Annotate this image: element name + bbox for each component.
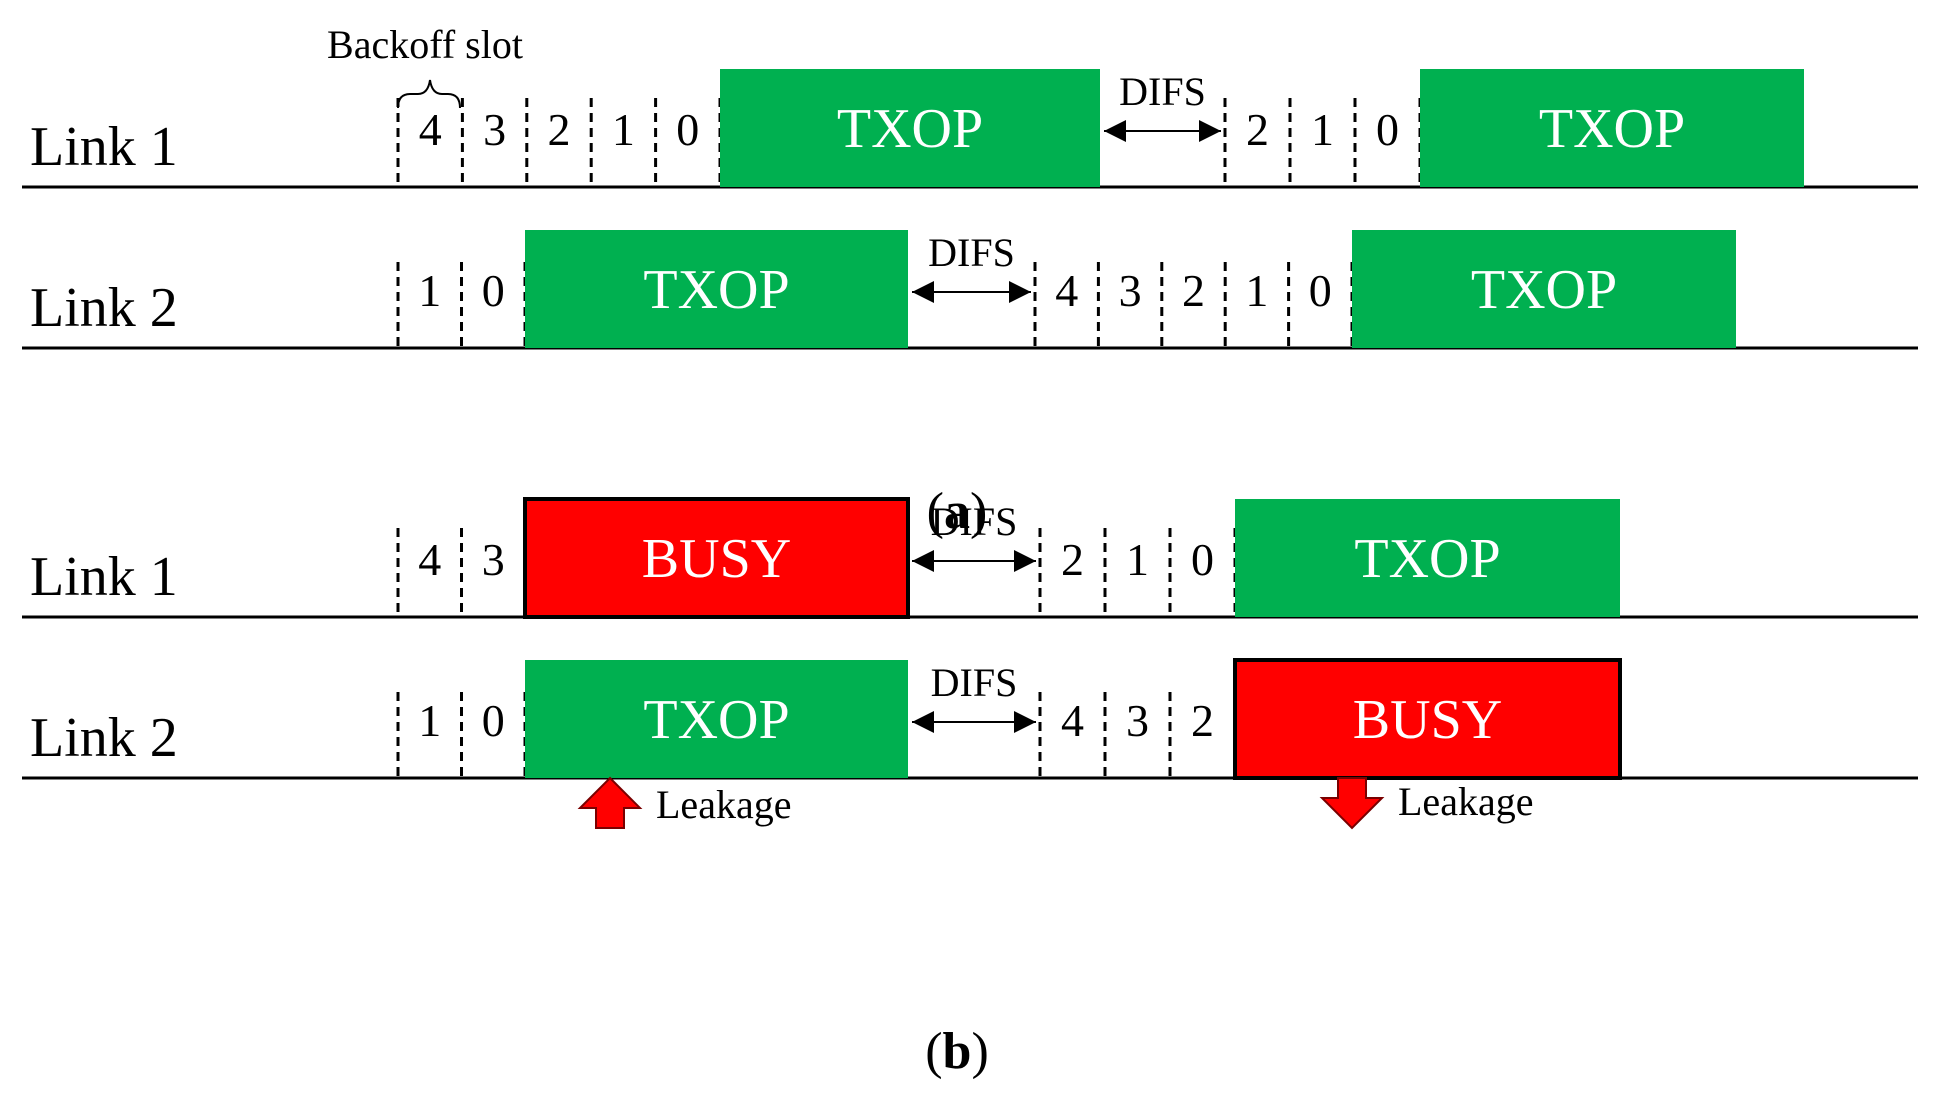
backoff-slot-number: 2 <box>1246 104 1269 155</box>
backoff-slot-number: 0 <box>1376 104 1399 155</box>
backoff-slot-number: 3 <box>482 534 505 585</box>
busy-label: BUSY <box>1353 689 1502 751</box>
panel-caption: (a) <box>927 483 988 540</box>
leakage-annotations: Leakage Leakage <box>577 776 1533 830</box>
difs-label: DIFS <box>928 230 1015 275</box>
leakage-label: Leakage <box>1398 779 1533 824</box>
difs-label: DIFS <box>931 499 1018 544</box>
backoff-slot-annotation: Backoff slot <box>327 22 523 109</box>
txop-block <box>1235 499 1620 617</box>
backoff-slot-number: 2 <box>1191 695 1214 746</box>
backoff-slot-number: 0 <box>1191 534 1214 585</box>
txop-label: TXOP <box>1471 259 1617 321</box>
txop-block <box>720 69 1100 187</box>
leakage-down-arrow <box>1319 777 1385 830</box>
backoff-slot-number: 2 <box>548 104 571 155</box>
txop-label: TXOP <box>1354 528 1500 590</box>
difs-label: DIFS <box>1119 69 1206 114</box>
txop-block <box>525 230 908 348</box>
backoff-slot-number: 1 <box>1311 104 1334 155</box>
link-label: Link 1 <box>30 546 178 608</box>
backoff-slot-label: Backoff slot <box>327 22 523 67</box>
txop-label: TXOP <box>1539 98 1685 160</box>
backoff-slot-number: 1 <box>1245 265 1268 316</box>
backoff-slot-number: 1 <box>1126 534 1149 585</box>
txop-block <box>1420 69 1804 187</box>
backoff-slot-number: 1 <box>418 695 441 746</box>
backoff-slot-number: 2 <box>1182 265 1205 316</box>
backoff-slot-number: 3 <box>1126 695 1149 746</box>
backoff-slot-number: 1 <box>612 104 635 155</box>
backoff-slot-number: 4 <box>1061 695 1084 746</box>
busy-label: BUSY <box>642 528 791 590</box>
backoff-slot-number: 4 <box>1055 265 1078 316</box>
link-label: Link 1 <box>30 116 178 178</box>
link-label: Link 2 <box>30 277 178 339</box>
backoff-slot-number: 3 <box>1119 265 1142 316</box>
txop-block <box>525 660 908 778</box>
leakage-label: Leakage <box>656 782 791 827</box>
backoff-slot-brace <box>397 79 461 109</box>
busy-block <box>1233 658 1622 780</box>
txop-label: TXOP <box>643 689 789 751</box>
backoff-slot-number: 1 <box>418 265 441 316</box>
backoff-slot-number: 4 <box>418 534 441 585</box>
backoff-slot-number: 0 <box>482 695 505 746</box>
txop-label: TXOP <box>837 98 983 160</box>
backoff-slot-number: 0 <box>482 265 505 316</box>
difs-label: DIFS <box>931 660 1018 705</box>
txop-label: TXOP <box>643 259 789 321</box>
busy-block <box>523 497 910 619</box>
panel-caption: (b) <box>925 1023 989 1080</box>
backoff-slot-number: 2 <box>1061 534 1084 585</box>
backoff-slot-number: 0 <box>1309 265 1332 316</box>
backoff-slot-number: 4 <box>419 104 442 155</box>
leakage-up-arrow <box>577 776 643 829</box>
link-label: Link 2 <box>30 707 178 769</box>
backoff-slot-number: 0 <box>676 104 699 155</box>
txop-block <box>1352 230 1736 348</box>
backoff-slot-number: 3 <box>483 104 506 155</box>
